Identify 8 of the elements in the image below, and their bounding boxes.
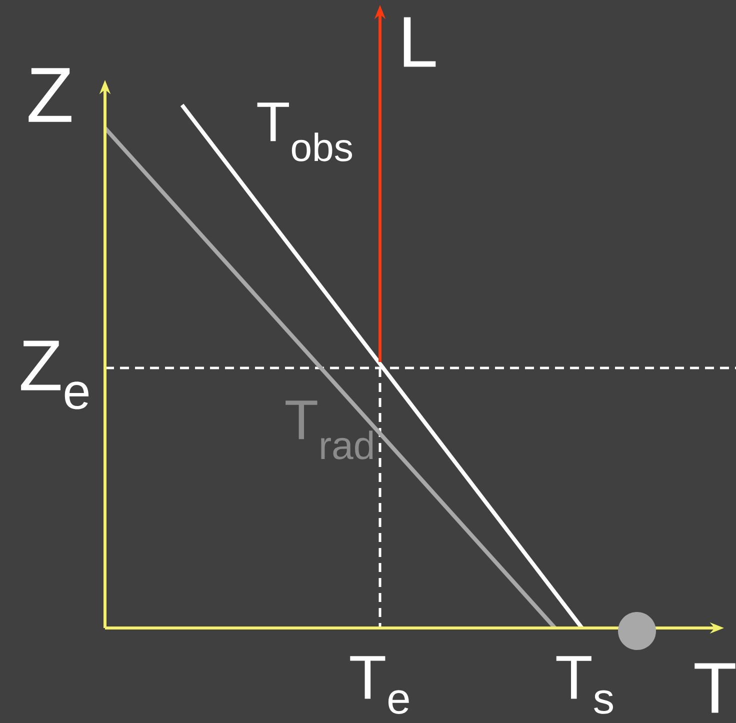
curve-label: T$_{obs}$ (257, 102, 352, 162)
axis-label: T (694, 663, 736, 713)
axis-label: T$_{e}$ (350, 656, 409, 714)
axis-label: L (404, 17, 436, 67)
axis-label: Z$_{e}$ (21, 340, 89, 410)
curve-label: T$_{rad}$ (286, 400, 373, 460)
axis-label: T$_{s}$ (556, 656, 613, 714)
axis-label: Z (28, 68, 72, 122)
